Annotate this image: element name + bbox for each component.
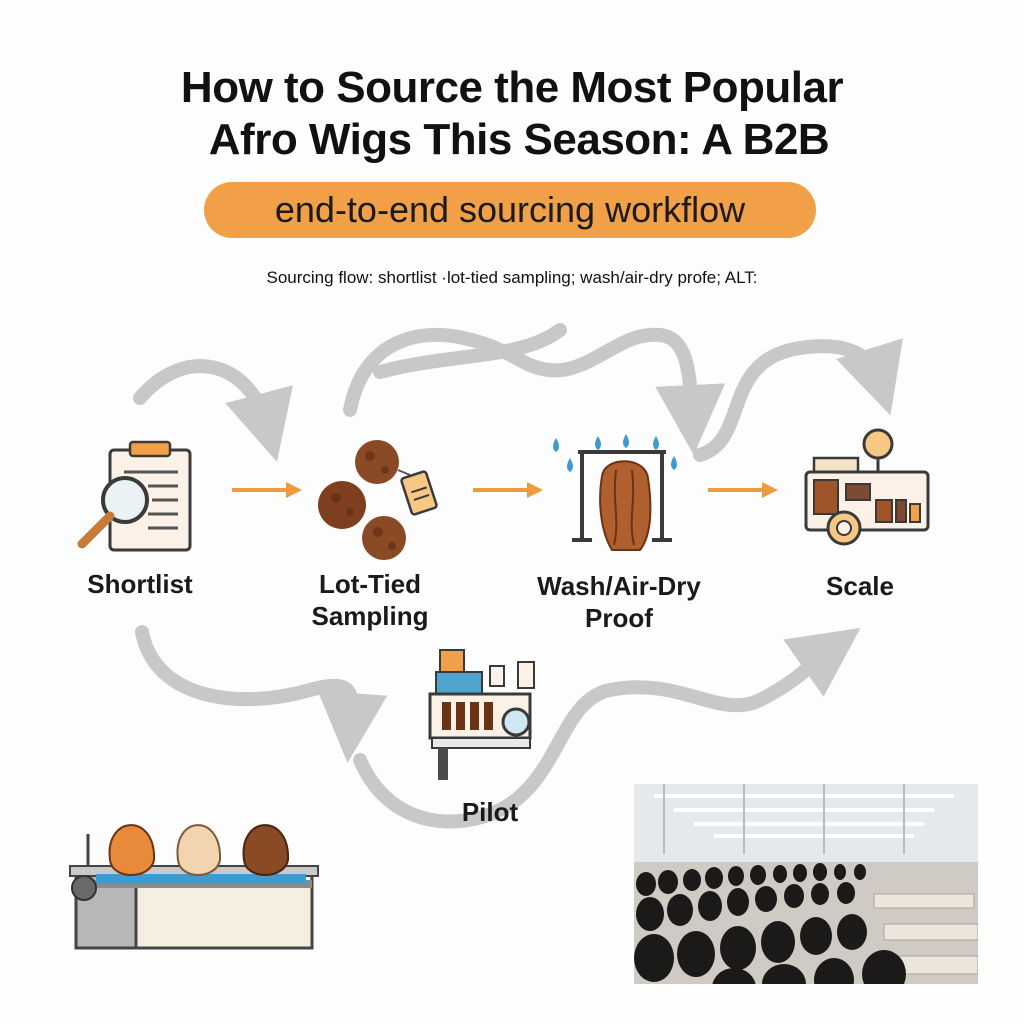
subtitle-pill: end-to-end sourcing workflow [204,182,816,238]
title-line-1: How to Source the Most Popular [180,63,844,112]
flow-curve-5 [135,625,388,763]
step-label-wash-air-dry-proof: Wash/Air-Dry Proof [537,571,701,633]
step-label-pilot: Pilot [461,797,519,827]
flow-curve-3 [373,323,567,379]
page-title: How to Source the Most Popular Afro Wigs… [0,62,1024,166]
step-label-lot-tied-sampling: Lot-Tied Sampling [311,569,429,631]
flow-curve-2 [343,327,726,455]
flow-curve-6 [353,627,861,829]
step-label-shortlist: Shortlist [87,569,193,599]
title-line-2: Afro Wigs This Season: A B2B [208,115,830,164]
flow-curve-1 [133,359,293,462]
flow-curve-4 [693,338,903,462]
caption: Sourcing flow: shortlist ·lot-tied sampl… [266,268,758,287]
factory-photo [634,784,978,984]
step-label-scale: Scale [826,571,894,601]
